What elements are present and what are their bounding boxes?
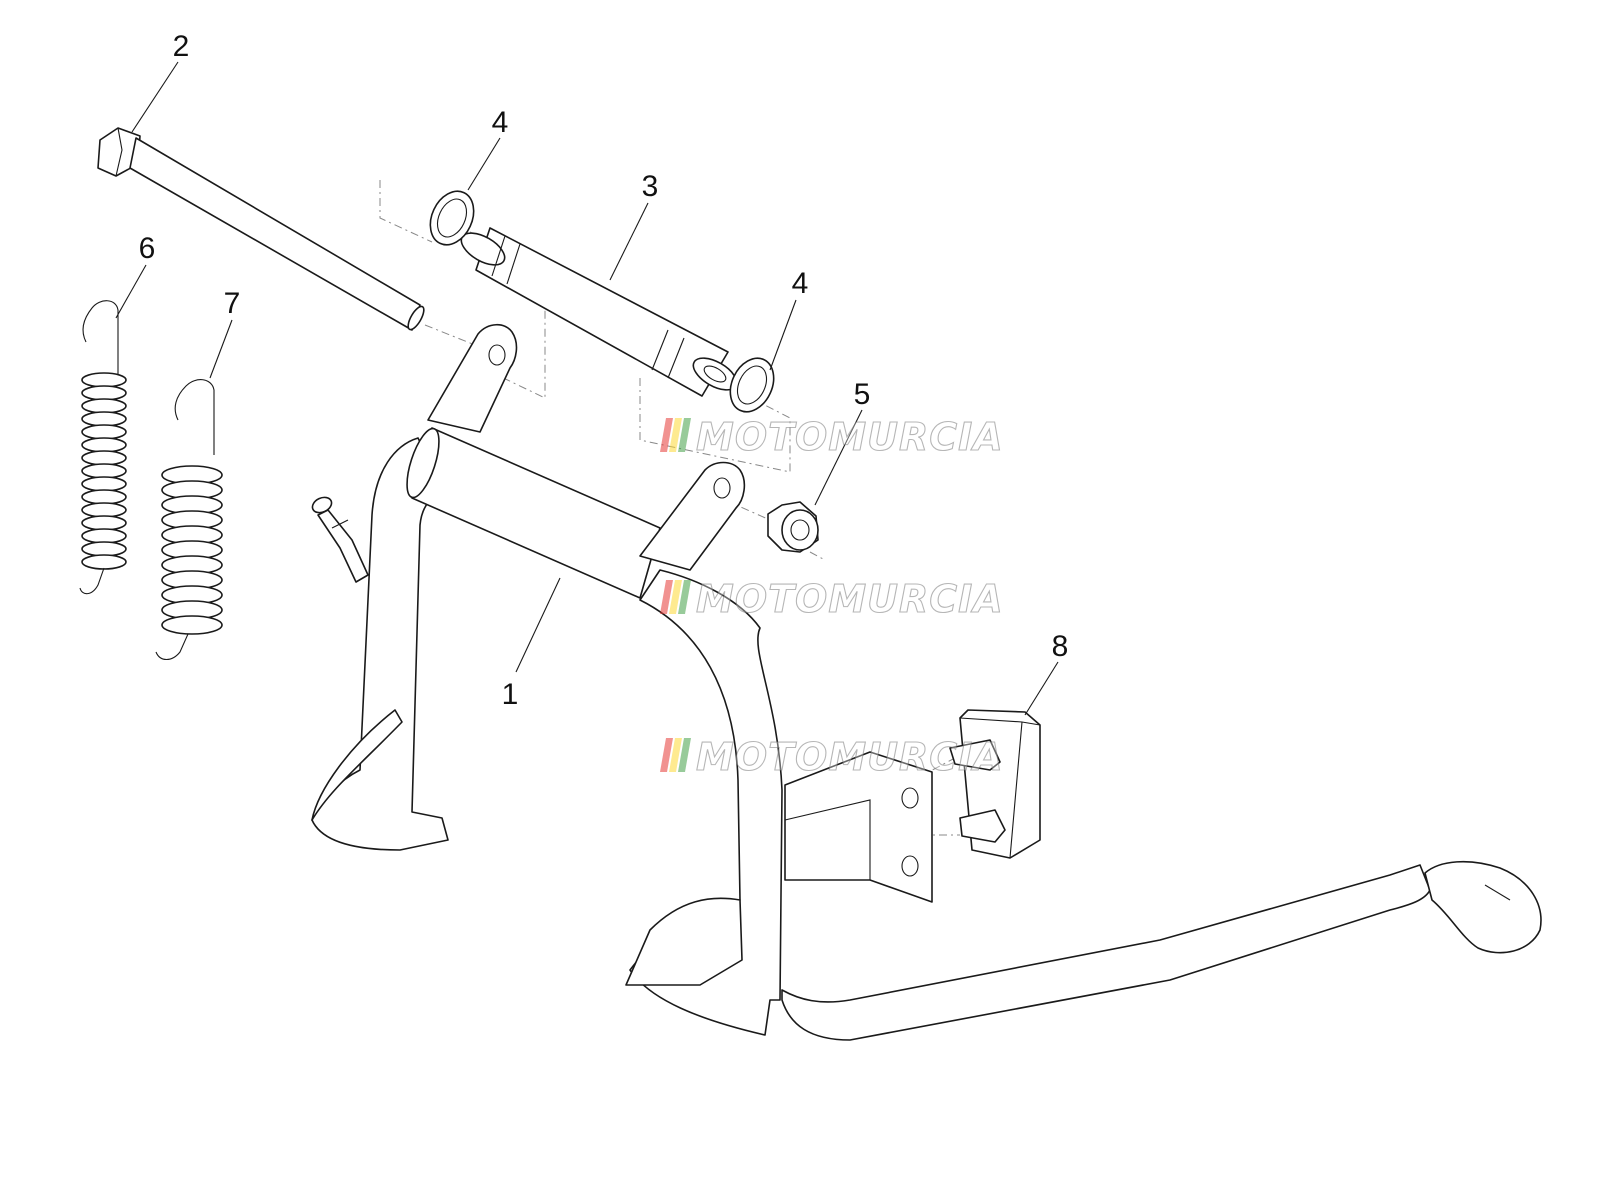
callout-1: 1 xyxy=(502,678,519,711)
callout-6: 6 xyxy=(139,232,156,265)
callout-7: 7 xyxy=(224,287,241,320)
watermark-top: MOTOMURCIA xyxy=(660,414,1004,460)
callout-8: 8 xyxy=(1052,630,1069,663)
leader-lines xyxy=(115,61,1059,716)
part-1-center-stand xyxy=(311,323,1542,1041)
watermark-stripe-green xyxy=(678,418,691,452)
watermark-stripe-yellow xyxy=(669,580,682,614)
part-4-washer-upper xyxy=(429,190,475,246)
callout-4a: 4 xyxy=(492,106,509,139)
part-5-nut xyxy=(767,501,819,553)
watermark-stripe-red xyxy=(660,738,673,772)
watermark-stripe-red xyxy=(660,580,673,614)
callout-2: 2 xyxy=(173,30,190,63)
callout-5: 5 xyxy=(854,378,871,411)
part-2-bolt xyxy=(97,127,425,331)
callout-4b: 4 xyxy=(792,267,809,300)
watermark-stripe-green xyxy=(678,580,691,614)
part-3-pivot-tube xyxy=(460,227,738,397)
watermark-stripe-yellow xyxy=(669,738,682,772)
retaining-pin xyxy=(311,496,369,583)
watermark-bottom: MOTOMURCIA xyxy=(660,734,1004,780)
watermark-stripe-yellow xyxy=(669,418,682,452)
watermark-text: MOTOMURCIA xyxy=(696,415,1004,459)
watermark-text: MOTOMURCIA xyxy=(696,735,1004,779)
watermark-middle: MOTOMURCIA xyxy=(660,576,1004,622)
watermark-text: MOTOMURCIA xyxy=(696,577,1004,621)
callout-3: 3 xyxy=(642,170,659,203)
part-4-washer-lower xyxy=(729,357,775,413)
watermark-stripe-red xyxy=(660,418,673,452)
watermark-stripe-green xyxy=(678,738,691,772)
part-8-rubber-stop xyxy=(949,709,1041,859)
part-7-spring xyxy=(155,379,223,661)
part-6-spring xyxy=(79,300,127,595)
callout-labels: 1 2 3 4 4 5 6 7 8 xyxy=(139,30,1069,711)
